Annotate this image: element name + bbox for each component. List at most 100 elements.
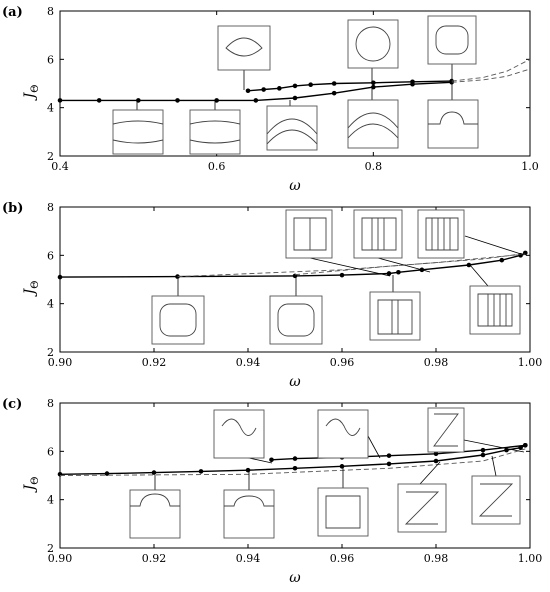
y-axis-label-text: JΘ: [22, 281, 41, 298]
data-point: [386, 453, 392, 458]
data-point: [339, 464, 345, 469]
y-tick-label: 4: [47, 298, 54, 311]
x-tick-label: 0.6: [208, 160, 226, 173]
panel-b-inset-3: [369, 275, 421, 341]
data-point: [96, 98, 102, 103]
panel-b-inset-5: [285, 209, 391, 277]
inset-outline: [347, 112, 399, 139]
data-point: [433, 458, 439, 464]
inset-frame: [317, 487, 369, 537]
x-tick-label: 0.94: [236, 356, 261, 369]
y-tick-label: 6: [47, 53, 54, 66]
x-axis-label: ω: [289, 374, 301, 390]
y-axis-label-text: JΘ: [22, 477, 41, 494]
data-point: [104, 471, 110, 476]
inset-outline: [428, 111, 478, 125]
inset-frame: [213, 409, 265, 459]
panel-a-inset-3: [266, 100, 318, 151]
data-point: [396, 269, 401, 275]
data-point: [57, 274, 63, 280]
inset-outline: [478, 483, 514, 517]
panel-c-inset-6: [213, 409, 273, 464]
x-axis-label: ω: [289, 178, 301, 194]
panel-a-series: [57, 58, 531, 103]
x-tick-label: 0.92: [142, 552, 167, 565]
data-point: [386, 461, 392, 467]
leader-line: [469, 264, 489, 287]
data-point: [292, 456, 298, 461]
x-tick-label: 0.94: [236, 552, 261, 565]
inset-outline: [159, 303, 197, 337]
y-tick-label: 4: [47, 102, 54, 115]
x-tick-label: 1.0: [521, 160, 539, 173]
panel-c-series: [57, 442, 528, 477]
panel-b-inset-2: [269, 277, 323, 345]
panel-b-frame: [59, 206, 531, 353]
x-tick-label: 0.96: [330, 356, 355, 369]
x-tick-label: 0.98: [424, 552, 449, 565]
panel-b-inset-4: [469, 264, 521, 335]
y-tick-label: 2: [47, 346, 54, 359]
y-tick-label: 6: [47, 445, 54, 458]
panel-b-inset-7: [417, 209, 525, 259]
inset-frame: [417, 209, 465, 259]
data-point: [245, 467, 251, 473]
x-tick-label: 0.98: [424, 356, 449, 369]
x-tick-label: 0.96: [330, 552, 355, 565]
inset-outline: [377, 299, 413, 335]
inset-frame: [266, 105, 318, 151]
inset-outline: [404, 491, 440, 525]
x-tick-label: 0.90: [48, 552, 73, 565]
y-tick-label: 8: [47, 5, 54, 18]
panel-c-inset-3: [317, 468, 369, 537]
series-line: [451, 58, 531, 82]
inset-outline: [477, 293, 513, 327]
data-point: [480, 447, 486, 453]
y-axis-label-text: JΘ: [22, 85, 41, 102]
panel-b-series: [57, 250, 528, 280]
inset-frame: [317, 409, 369, 459]
data-point: [175, 274, 180, 279]
x-tick-label: 1.00: [518, 552, 543, 565]
x-tick-label: 0.90: [48, 356, 73, 369]
data-point: [480, 452, 486, 458]
data-point: [292, 83, 298, 89]
panel-c-inset-7: [317, 409, 381, 459]
x-tick-label: 0.8: [365, 160, 383, 173]
panel-c-inset-5: [471, 455, 521, 525]
inset-frame: [189, 109, 241, 155]
inset-frame: [369, 291, 421, 341]
inset-outline: [277, 303, 315, 337]
panel-a-inset-1: [112, 100, 164, 155]
inset-outline: [425, 217, 459, 251]
y-tick-label: 4: [47, 494, 54, 507]
inset-outline: [266, 118, 318, 145]
panel-c-inset-8: [427, 407, 525, 453]
series-line: [177, 253, 526, 278]
inset-outline: [130, 493, 180, 507]
inset-outline: [433, 413, 459, 447]
inset-frame: [223, 489, 275, 539]
data-point: [410, 79, 415, 85]
panel-c-inset-2: [223, 472, 275, 539]
panel-c-label: (c): [2, 397, 22, 412]
data-point: [523, 442, 528, 448]
y-tick-label: 8: [47, 201, 54, 214]
panel-b-inset-6: [353, 209, 431, 273]
data-point: [499, 257, 505, 263]
inset-frame: [469, 285, 521, 335]
data-point: [339, 272, 345, 278]
data-point: [466, 262, 472, 268]
leader-line: [367, 435, 381, 459]
panel-b-label: (b): [2, 201, 23, 216]
y-tick-label: 2: [47, 150, 54, 163]
y-tick-label: 2: [47, 542, 54, 555]
inset-frame: [112, 109, 164, 155]
panel-a-inset-8: [427, 15, 477, 80]
panel-a-inset-2: [189, 100, 241, 155]
inset-outline: [224, 495, 274, 507]
data-point: [245, 88, 251, 94]
y-axis-label-subscript: Θ: [30, 85, 41, 93]
panel-a-label: (a): [2, 5, 23, 20]
